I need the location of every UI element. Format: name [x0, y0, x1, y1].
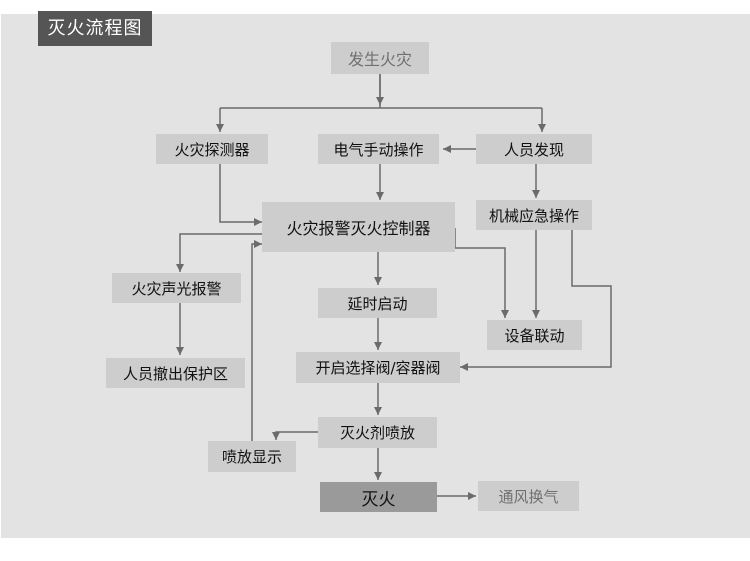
edge-mechanical-to-valves: [460, 230, 612, 371]
edge-controller-to-linkage: [454, 228, 509, 318]
edge-detector-to-controller: [219, 164, 262, 226]
node-ventilation: 通风换气: [478, 481, 579, 511]
edge-agent-to-display: [272, 431, 318, 440]
edge-display-to-controller: [251, 240, 262, 441]
node-alarm-controller: 火灾报警灭火控制器: [262, 202, 455, 252]
node-person-discovers: 人员发现: [476, 134, 592, 164]
node-extinguish: 灭火: [320, 482, 437, 512]
node-open-valves: 开启选择阀/容器阀: [296, 352, 460, 383]
node-equipment-linkage: 设备联动: [487, 320, 582, 350]
node-fire-occurs: 发生火灾: [331, 42, 429, 74]
edge-fire-to-detector: [220, 74, 542, 132]
node-sound-light-alarm: 火灾声光报警: [112, 273, 241, 303]
diagram-title: 灭火流程图: [38, 11, 152, 46]
edge-controller-to-alarm: [176, 233, 262, 272]
node-release-display: 喷放显示: [208, 441, 296, 472]
node-electric-manual: 电气手动操作: [318, 134, 439, 164]
node-agent-release: 灭火剂喷放: [318, 417, 437, 448]
node-evacuate: 人员撤出保护区: [106, 358, 245, 388]
node-fire-detector: 火灾探测器: [156, 134, 268, 164]
node-delay-start: 延时启动: [318, 288, 437, 318]
node-mechanical-emergency: 机械应急操作: [476, 200, 592, 230]
